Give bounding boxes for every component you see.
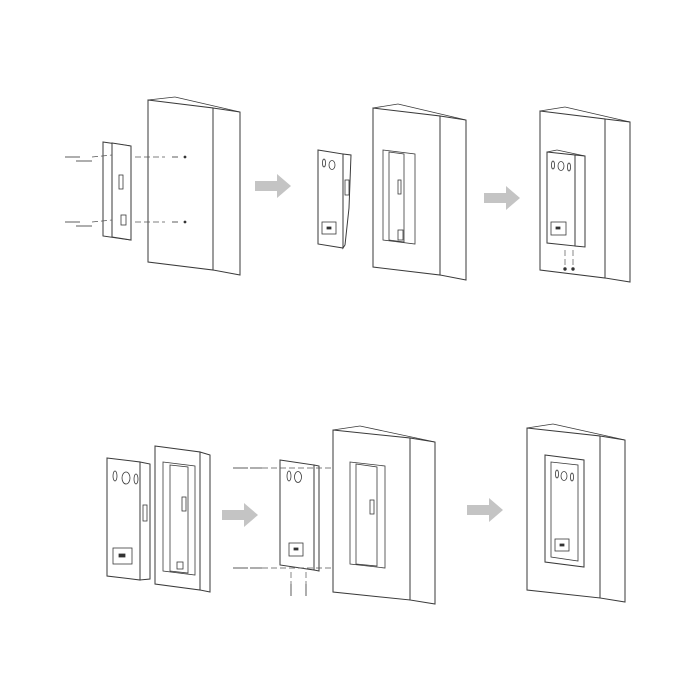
- step4-front-panel: [106, 457, 151, 581]
- step4-flush-frame: [154, 445, 211, 593]
- step6-flush-mounted-device: [544, 454, 585, 568]
- arrow-3: [222, 503, 258, 527]
- step1-backbox: [102, 141, 132, 241]
- step3-mounted-device: [546, 149, 586, 271]
- arrow-2: [484, 186, 520, 210]
- step5-plate-with-screws: [233, 459, 340, 596]
- step1-wall: [147, 96, 241, 276]
- step5-wall: [332, 425, 436, 605]
- step2-wall: [372, 103, 467, 281]
- arrow-4: [467, 498, 503, 522]
- step2-module: [317, 149, 352, 250]
- step1-screws: [65, 154, 187, 227]
- arrow-1: [255, 174, 291, 198]
